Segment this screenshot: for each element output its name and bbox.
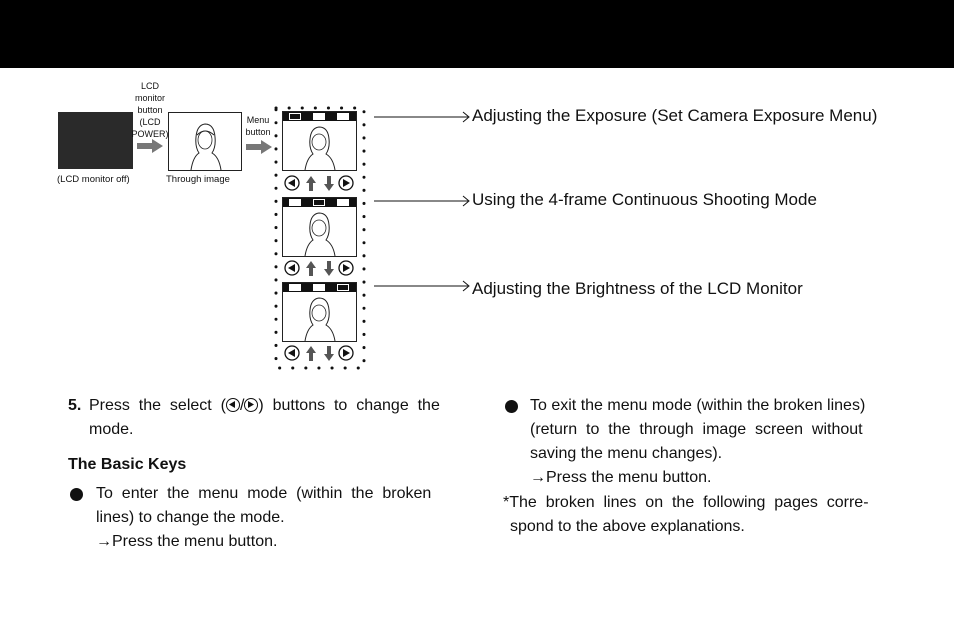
note-line1: *The broken lines on the following pages…: [503, 491, 869, 515]
brightness-tab-icon: [337, 113, 349, 120]
exit-text-line3: saving the menu changes).: [530, 442, 722, 466]
menu-button-label: Menu button: [242, 114, 274, 138]
exit-text-line2: (return to the through image screen with…: [530, 418, 863, 442]
enter-text-line2: lines) to change the mode.: [96, 506, 285, 530]
menu-screen-brightness: [282, 282, 357, 342]
menu-nav-keys: [284, 259, 356, 277]
callout-line: [374, 110, 472, 124]
note-line2: spond to the above explanations.: [510, 515, 745, 539]
exposure-tab-icon: [289, 199, 301, 206]
exposure-tab-icon: [289, 284, 301, 291]
brightness-tab-icon: [337, 284, 349, 291]
enter-text-line1: To enter the menu mode (within the broke…: [96, 482, 431, 506]
exit-action: →Press the menu button.: [530, 466, 711, 490]
portrait-figure: [169, 113, 241, 170]
through-image-screen: [168, 112, 242, 171]
select-left-icon: [226, 398, 240, 412]
enter-action: →Press the menu button.: [96, 530, 277, 554]
menu-tab-bar: [283, 112, 356, 121]
menu-nav-keys: [284, 174, 356, 192]
callout-exposure: Adjusting the Exposure (Set Camera Expos…: [472, 106, 877, 126]
callout-continuous: Using the 4-frame Continuous Shooting Mo…: [472, 190, 817, 210]
callout-brightness: Adjusting the Brightness of the LCD Moni…: [472, 279, 803, 299]
menu-tab-bar: [283, 283, 356, 292]
caption-lcd-off: (LCD monitor off): [57, 174, 130, 185]
arrow-right-icon: [246, 140, 272, 154]
exposure-tab-icon: [289, 113, 301, 120]
callout-line: [374, 279, 472, 293]
step-text-line2: mode.: [89, 418, 133, 442]
arrow-right-icon: [137, 139, 163, 153]
camera-tab-icon: [313, 113, 325, 120]
camera-tab-icon: [313, 199, 325, 206]
select-right-icon: [244, 398, 258, 412]
caption-through-image: Through image: [166, 174, 230, 185]
brightness-tab-icon: [337, 199, 349, 206]
callout-line: [374, 194, 472, 208]
lcd-button-label: LCD monitor button (LCD POWER): [130, 80, 170, 140]
basic-keys-heading: The Basic Keys: [68, 453, 186, 477]
step-number: 5.: [68, 394, 81, 418]
bullet-icon: [505, 400, 518, 413]
lcd-off-screen: [58, 112, 133, 169]
menu-tab-bar: [283, 198, 356, 207]
menu-screen-exposure: [282, 111, 357, 171]
menu-nav-keys: [284, 344, 356, 362]
exit-text-line1: To exit the menu mode (within the broken…: [530, 394, 865, 418]
menu-screen-continuous: [282, 197, 357, 257]
bullet-icon: [70, 488, 83, 501]
header-bar: [0, 0, 954, 68]
camera-tab-icon: [313, 284, 325, 291]
step-text-line1: Press the select (/) buttons to change t…: [89, 394, 451, 418]
